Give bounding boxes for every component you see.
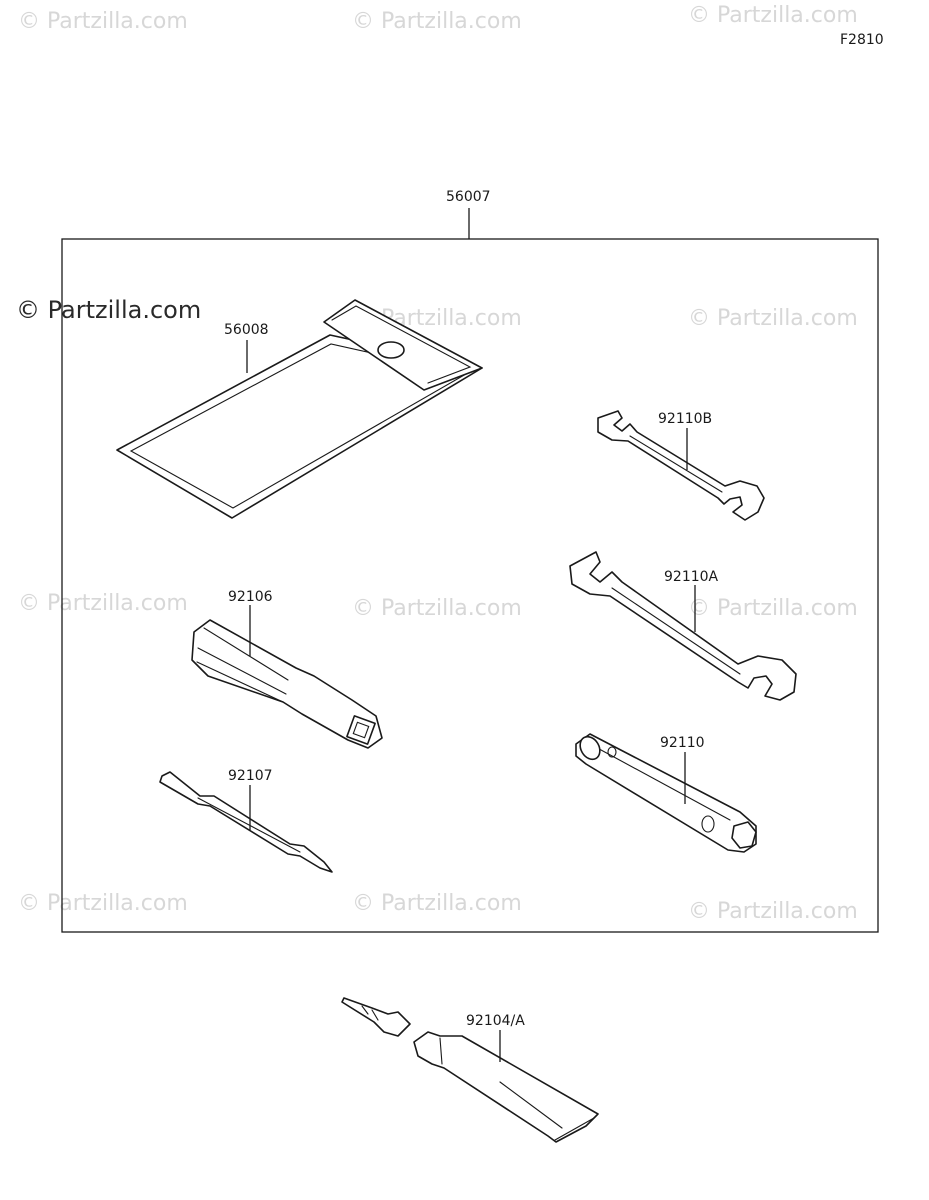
small-wrench-icon <box>597 410 765 521</box>
tool-bag-icon <box>116 299 483 519</box>
plug-wrench-icon <box>575 733 757 853</box>
watermark: © Partzilla.com <box>688 899 858 924</box>
screwdriver-handle-icon <box>191 619 383 749</box>
watermark: © Partzilla.com <box>352 596 522 621</box>
part-label-kit[interactable]: 56007 <box>446 189 491 205</box>
watermark: © Partzilla.com <box>18 891 188 916</box>
screwdriver-bit-icon <box>159 771 333 873</box>
part-label-wrench-small[interactable]: 92110B <box>658 411 712 427</box>
watermark: © Partzilla.com <box>18 9 188 34</box>
part-label-screwdriver-bit[interactable]: 92107 <box>228 768 273 784</box>
part-label-grease-tube[interactable]: 92104/A <box>466 1013 525 1029</box>
watermark-primary: © Partzilla.com <box>16 296 201 324</box>
grease-tube-icon <box>341 997 599 1143</box>
large-wrench-icon <box>569 551 797 701</box>
figure-code: F2810 <box>840 32 884 48</box>
part-label-plug-wrench[interactable]: 92110 <box>660 735 705 751</box>
watermark: © Partzilla.com <box>688 3 858 28</box>
watermark: © Partzilla.com <box>352 891 522 916</box>
watermarks: © Partzilla.com © Partzilla.com © Partzi… <box>16 3 858 924</box>
watermark: © Partzilla.com <box>688 596 858 621</box>
kit-frame <box>61 238 879 933</box>
watermark: © Partzilla.com <box>18 591 188 616</box>
part-label-tool-bag[interactable]: 56008 <box>224 322 269 338</box>
part-label-screwdriver-handle[interactable]: 92106 <box>228 589 273 605</box>
watermark: © Partzilla.com <box>688 306 858 331</box>
part-label-wrench-large[interactable]: 92110A <box>664 569 719 585</box>
watermark: © Partzilla.com <box>352 9 522 34</box>
